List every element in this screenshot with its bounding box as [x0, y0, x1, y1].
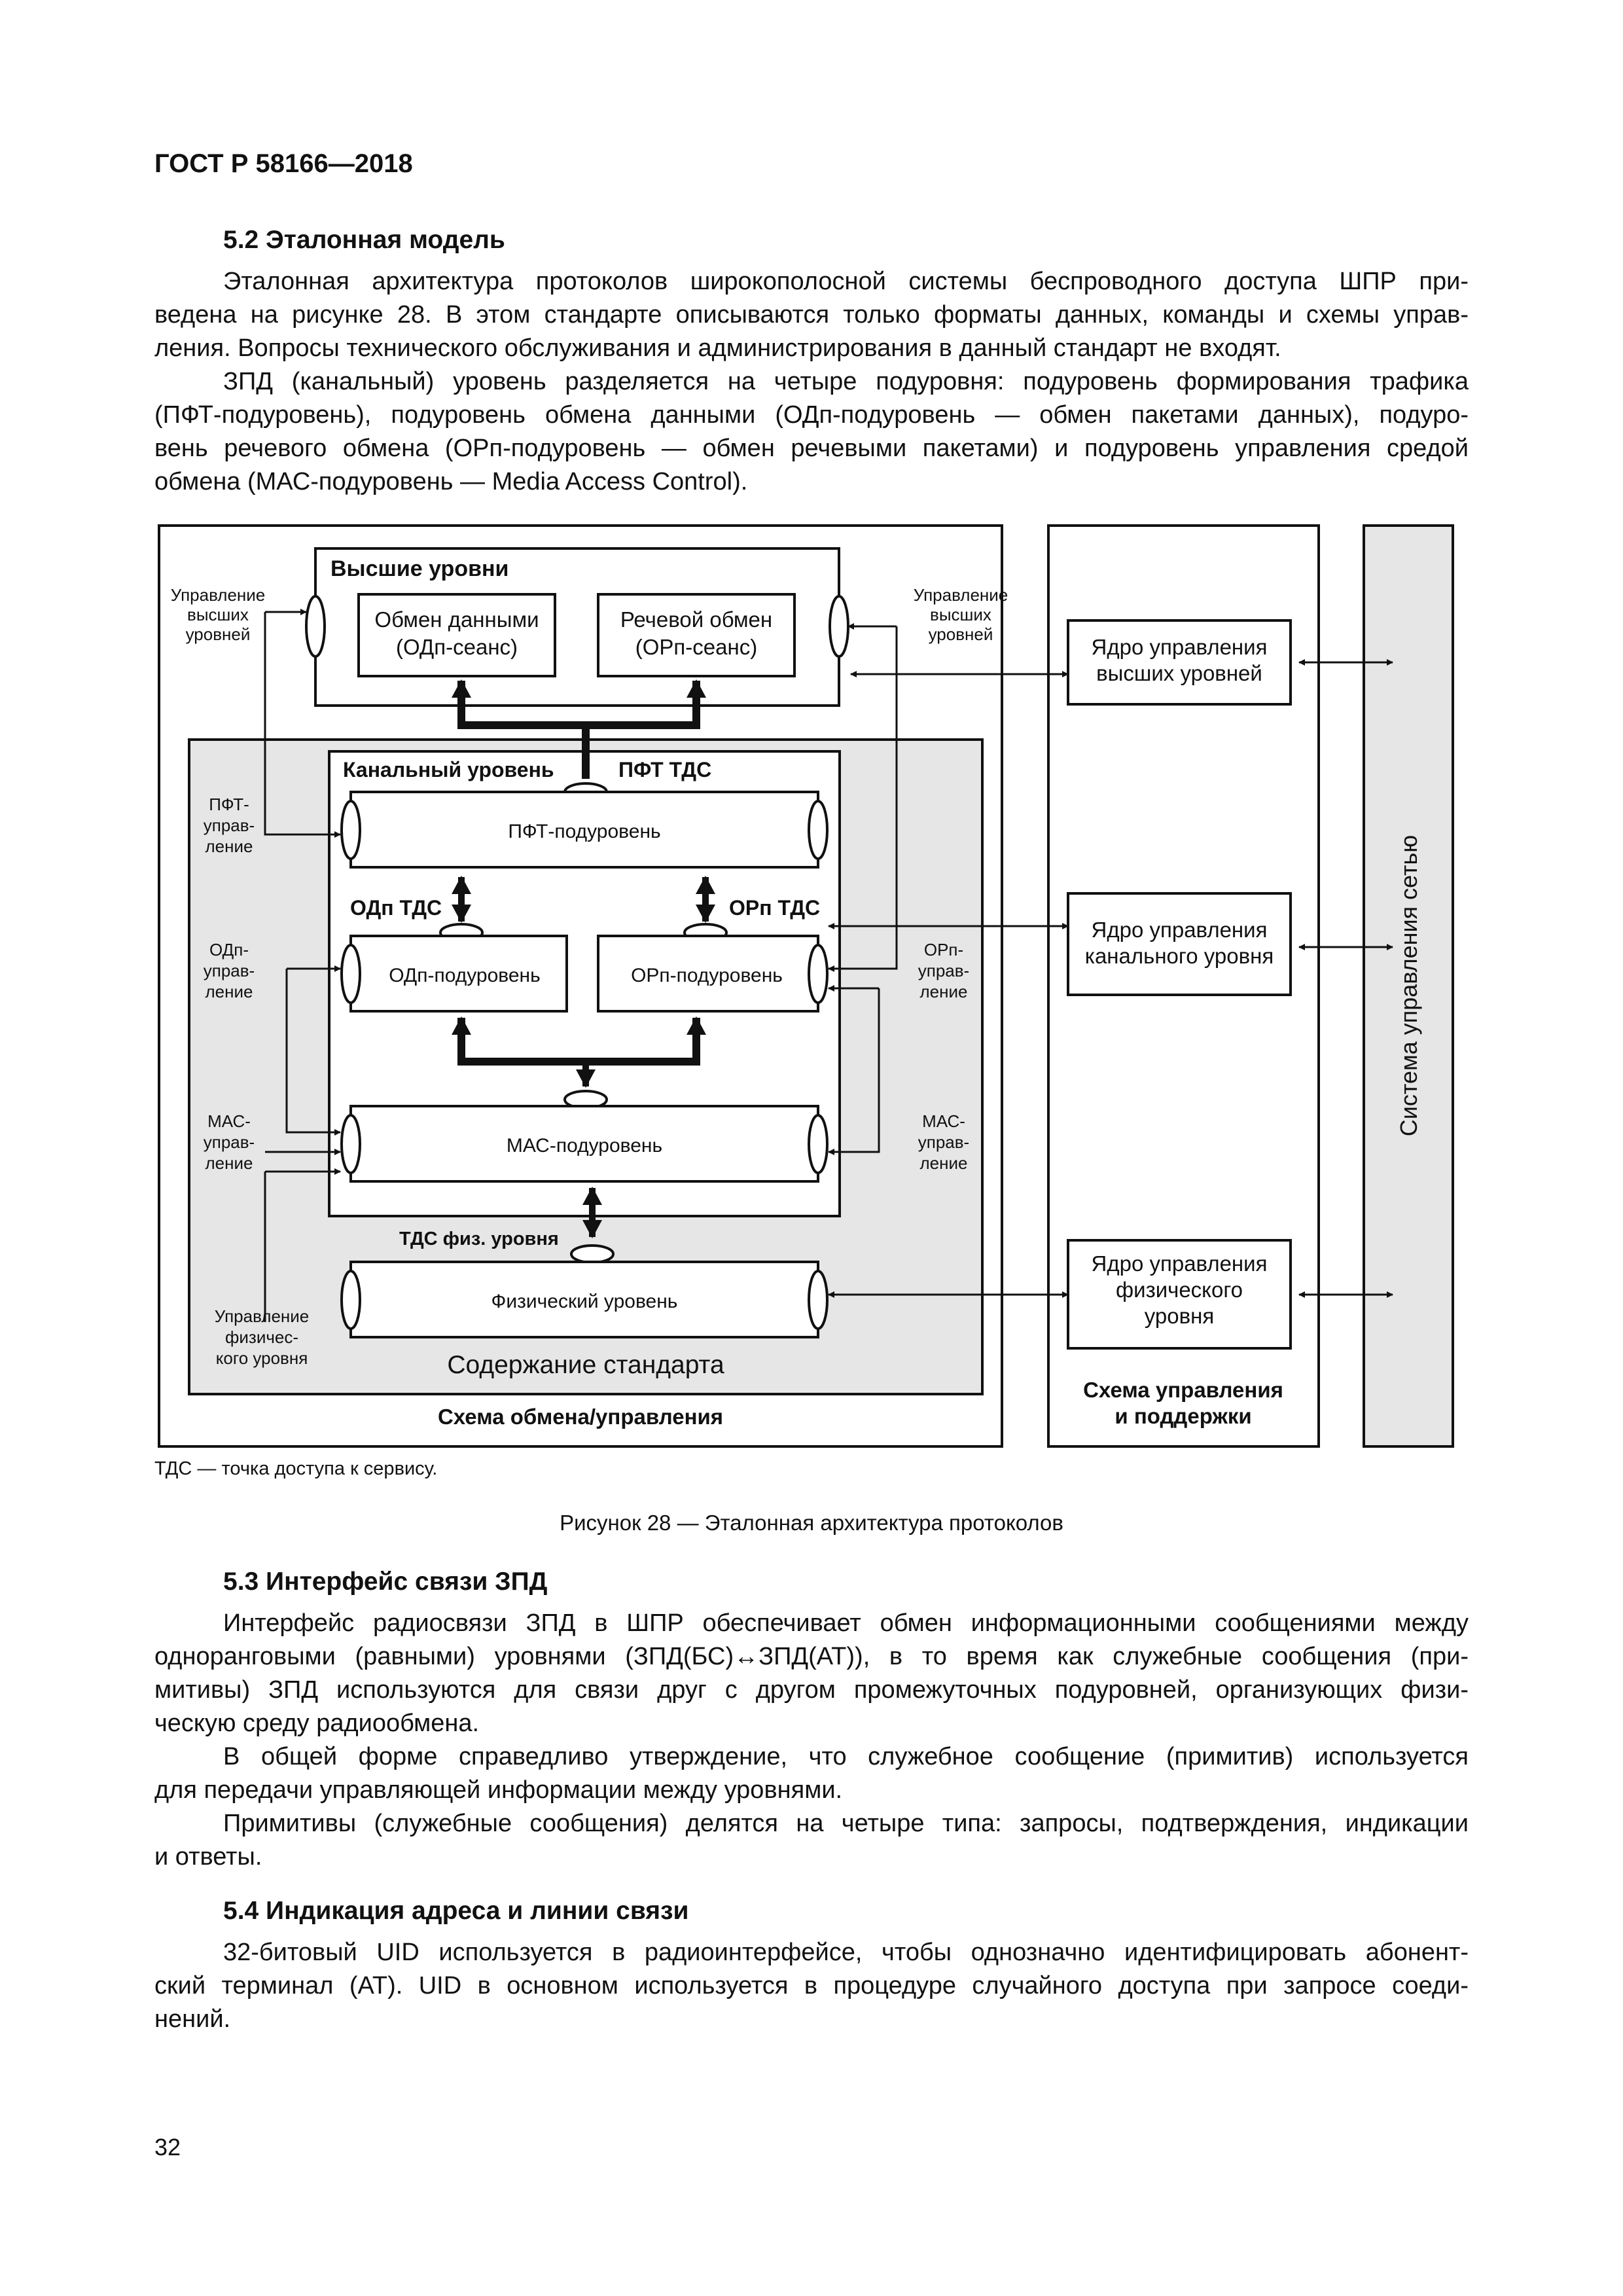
svg-text:уровней: уровней: [186, 624, 251, 644]
orp-sublayer-box: [597, 935, 819, 1013]
section-heading-5-4: 5.4 Индикация адреса и линии связи: [223, 1897, 689, 1925]
svg-text:и поддержки: и поддержки: [1115, 1404, 1251, 1428]
data-exchange-box: [357, 593, 556, 677]
pft-sublayer-box: [349, 791, 819, 869]
svg-text:Речевой обмен: Речевой обмен: [620, 607, 772, 632]
svg-text:Управление: Управление: [914, 585, 1008, 605]
svg-text:Схема управления: Схема управления: [1083, 1378, 1283, 1402]
svg-text:канального уровня: канального уровня: [1085, 944, 1274, 968]
svg-text:Ядро управления: Ядро управления: [1092, 1251, 1268, 1276]
odp-sublayer-box: [349, 935, 568, 1013]
core-upper-box: [1067, 619, 1292, 706]
svg-text:Управление: Управление: [215, 1306, 310, 1326]
svg-text:ПФТ-: ПФТ-: [209, 795, 249, 814]
svg-text:кого уровня: кого уровня: [216, 1348, 308, 1368]
section-heading-5-2: 5.2 Эталонная модель: [223, 226, 505, 254]
svg-text:МАС-подуровень: МАС-подуровень: [507, 1135, 662, 1157]
svg-text:ление: ление: [205, 836, 253, 856]
svg-text:ПФТ ТДС: ПФТ ТДС: [618, 758, 711, 781]
svg-text:МАС-: МАС-: [922, 1111, 965, 1131]
svg-text:ление: ление: [920, 982, 968, 1001]
voice-exchange-box: [597, 593, 796, 677]
svg-text:управ-: управ-: [204, 1132, 255, 1152]
svg-text:ОРп ТДС: ОРп ТДС: [729, 896, 820, 920]
svg-text:Обмен данными: Обмен данными: [374, 607, 539, 632]
svg-text:физического: физического: [1116, 1278, 1243, 1302]
svg-text:управ-: управ-: [918, 1132, 969, 1152]
phy-layer-box: [349, 1261, 819, 1338]
figure-note: ТДС — точка доступа к сервису.: [154, 1458, 438, 1479]
svg-text:ТДС физ. уровня: ТДС физ. уровня: [399, 1229, 559, 1249]
mac-sublayer-box: [349, 1105, 819, 1183]
upper-right-sap: [829, 595, 849, 658]
svg-text:управ-: управ-: [918, 961, 969, 980]
svg-text:Содержание стандарта: Содержание стандарта: [447, 1351, 724, 1379]
svg-text:уровней: уровней: [929, 624, 993, 644]
svg-text:физичес-: физичес-: [225, 1327, 298, 1347]
svg-text:высших уровней: высших уровней: [1096, 661, 1262, 685]
svg-text:ОДп-подуровень: ОДп-подуровень: [389, 965, 541, 986]
core-link-box: [1067, 892, 1292, 996]
svg-text:Управление: Управление: [171, 585, 266, 605]
svg-text:Схема обмена/управления: Схема обмена/управления: [438, 1405, 723, 1429]
svg-text:ОРп-: ОРп-: [924, 940, 963, 960]
svg-text:ление: ление: [920, 1153, 968, 1173]
svg-text:ПФТ-подуровень: ПФТ-подуровень: [508, 821, 660, 842]
page-number: 32: [154, 2134, 181, 2161]
figure-caption: Рисунок 28 — Эталонная архитектура прото…: [560, 1511, 1063, 1535]
svg-text:ОДп ТДС: ОДп ТДС: [350, 896, 442, 920]
svg-text:уровня: уровня: [1145, 1304, 1214, 1328]
svg-text:ление: ление: [205, 982, 253, 1001]
core-phy-box: [1067, 1239, 1292, 1350]
svg-text:высших: высших: [187, 605, 249, 624]
svg-text:(ОРп-сеанс): (ОРп-сеанс): [635, 635, 757, 659]
svg-text:Физический уровень: Физический уровень: [491, 1291, 678, 1312]
svg-text:Канальный уровень: Канальный уровень: [343, 758, 554, 781]
svg-text:Ядро управления: Ядро управления: [1092, 918, 1268, 942]
svg-text:МАС-: МАС-: [207, 1111, 251, 1131]
section-heading-5-3: 5.3 Интерфейс связи ЗПД: [223, 1568, 548, 1596]
svg-text:(ОДп-сеанс): (ОДп-сеанс): [396, 635, 518, 659]
document-code: ГОСТ Р 58166—2018: [154, 149, 413, 178]
svg-text:Ядро управления: Ядро управления: [1092, 635, 1268, 659]
svg-text:ление: ление: [205, 1153, 253, 1173]
svg-text:ОРп-подуровень: ОРп-подуровень: [631, 965, 783, 986]
svg-text:управ-: управ-: [204, 816, 255, 835]
upper-left-sap: [305, 595, 326, 658]
svg-text:управ-: управ-: [204, 961, 255, 980]
svg-text:высших: высших: [930, 605, 991, 624]
upper-layers-label: Высшие уровни: [330, 556, 508, 581]
svg-text:ОДп-: ОДп-: [209, 940, 249, 960]
nms-label: Система управления сетью: [1395, 835, 1422, 1136]
